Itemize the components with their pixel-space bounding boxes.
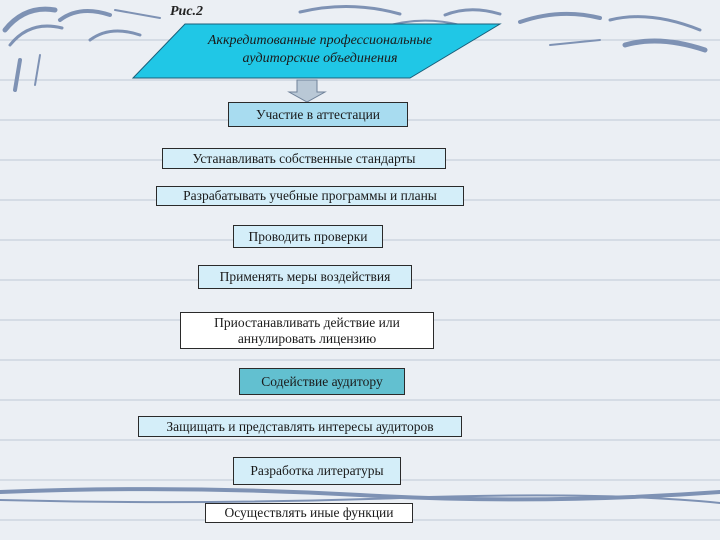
title-parallelogram (131, 23, 502, 79)
function-box-standards: Устанавливать собственные стандарты (162, 148, 446, 169)
title-line-1: Аккредитованные профессиональные (207, 33, 433, 48)
title-text: Аккредитованные профессиональные аудитор… (160, 32, 480, 68)
function-box-literature: Разработка литературы (233, 457, 401, 485)
function-box-protection: Защищать и представлять интересы аудитор… (138, 416, 462, 437)
function-label-line-1: Приостанавливать действие или (214, 314, 400, 330)
function-label: Проводить проверки (248, 228, 368, 244)
down-arrow-icon (287, 79, 327, 103)
function-box-other: Осуществлять иные функции (205, 503, 413, 523)
function-label: Участие в аттестации (255, 106, 381, 122)
function-label: Применять меры воздействия (219, 269, 391, 284)
function-box-assistance: Содействие аудитору (239, 368, 405, 395)
function-box-inspections: Проводить проверки (233, 225, 383, 248)
function-label: Осуществлять иные функции (224, 505, 394, 520)
figure-label: Рис.2 (170, 4, 204, 19)
function-box-measures: Применять меры воздействия (198, 265, 412, 289)
function-box-programs: Разрабатывать учебные программы и планы (156, 186, 464, 206)
function-label: Содействие аудитору (261, 373, 383, 389)
function-label: Разработка литературы (250, 463, 384, 478)
title-line-2: аудиторские объединения (242, 51, 398, 66)
function-label-line-2: аннулировать лицензию (237, 330, 377, 346)
function-box-attestation: Участие в аттестации (228, 102, 408, 127)
function-box-license: Приостанавливать действие или аннулирова… (180, 312, 434, 349)
function-label: Защищать и представлять интересы аудитор… (166, 418, 434, 434)
function-label: Разрабатывать учебные программы и планы (183, 188, 437, 203)
function-label: Устанавливать собственные стандарты (192, 150, 416, 166)
